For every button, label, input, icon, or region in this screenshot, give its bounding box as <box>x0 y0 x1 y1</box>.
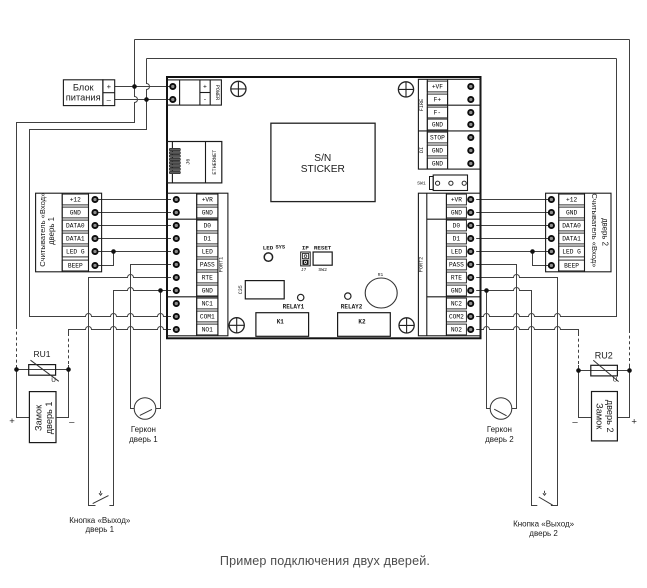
svg-text:RTE: RTE <box>202 275 213 282</box>
svg-text:LED: LED <box>451 249 462 256</box>
svg-text:+12: +12 <box>566 197 577 204</box>
svg-text:+VR: +VR <box>202 197 213 204</box>
svg-text:–: – <box>69 417 75 428</box>
svg-text:дверь 2: дверь 2 <box>529 529 558 538</box>
svg-text:GND: GND <box>451 288 462 295</box>
svg-text:K1: K1 <box>277 318 285 325</box>
svg-text:Замок: Замок <box>34 404 44 431</box>
svg-text:POWER: POWER <box>214 85 220 101</box>
svg-text:LED G: LED G <box>66 249 85 256</box>
svg-text:COM1: COM1 <box>200 314 215 321</box>
svg-text:F+: F+ <box>434 97 442 104</box>
svg-text:Считыватель «Вход»: Считыватель «Вход» <box>38 193 47 267</box>
svg-text:LED G: LED G <box>562 249 581 256</box>
svg-text:U: U <box>613 377 618 384</box>
svg-text:дверь 2: дверь 2 <box>600 218 609 246</box>
svg-text:дверь 2: дверь 2 <box>485 435 514 444</box>
svg-text:+12: +12 <box>70 197 81 204</box>
svg-text:RTE: RTE <box>451 275 462 282</box>
svg-text:Геркон: Геркон <box>131 425 156 434</box>
svg-text:ETHERNET: ETHERNET <box>212 150 218 175</box>
svg-text:питания: питания <box>66 93 101 103</box>
svg-text:дверь 1: дверь 1 <box>44 401 54 434</box>
svg-text:PORT2: PORT2 <box>419 257 425 273</box>
svg-text:GND: GND <box>566 210 577 217</box>
svg-text:D0: D0 <box>204 223 212 230</box>
svg-text:IP: IP <box>302 244 309 251</box>
svg-text:J6: J6 <box>185 159 191 165</box>
svg-text:дверь 2: дверь 2 <box>605 400 615 433</box>
svg-text:RU1: RU1 <box>33 349 50 359</box>
svg-text:GND: GND <box>202 210 213 217</box>
svg-text:DATA0: DATA0 <box>66 223 85 230</box>
svg-text:Блок: Блок <box>73 82 95 92</box>
svg-text:U: U <box>51 377 56 384</box>
svg-text:SW2: SW2 <box>318 267 327 273</box>
svg-text:+: + <box>631 416 637 427</box>
svg-text:DATA1: DATA1 <box>66 236 85 243</box>
svg-text:дверь 1: дверь 1 <box>47 217 56 245</box>
svg-text:C35: C35 <box>238 285 244 294</box>
svg-text:Кнопка «Выход»: Кнопка «Выход» <box>69 516 131 525</box>
svg-text:RU2: RU2 <box>595 351 613 361</box>
svg-text:SW1: SW1 <box>417 180 426 186</box>
svg-text:SYS: SYS <box>275 244 285 250</box>
svg-text:R1: R1 <box>378 272 384 278</box>
svg-text:RELAY2: RELAY2 <box>341 303 363 310</box>
svg-text:+VF: +VF <box>432 84 443 91</box>
svg-text:F-: F- <box>434 110 441 117</box>
svg-text:-: - <box>203 96 207 103</box>
svg-text:дверь 1: дверь 1 <box>86 525 115 534</box>
svg-text:+: + <box>9 416 15 427</box>
svg-text:RESET: RESET <box>314 244 332 251</box>
svg-text:дверь 1: дверь 1 <box>129 435 158 444</box>
svg-text:NC2: NC2 <box>451 301 462 308</box>
svg-text:PASS: PASS <box>449 262 464 269</box>
svg-text:FIRE: FIRE <box>419 99 425 111</box>
svg-text:LED: LED <box>263 245 274 252</box>
svg-text:–: – <box>107 95 112 104</box>
svg-text:GND: GND <box>432 148 443 155</box>
svg-text:Пример подключения двух дверей: Пример подключения двух дверей. <box>220 554 430 568</box>
svg-text:GND: GND <box>202 288 213 295</box>
svg-text:STICKER: STICKER <box>301 164 345 175</box>
svg-text:PASS: PASS <box>200 262 215 269</box>
svg-text:STOP: STOP <box>430 135 445 142</box>
svg-text:Замок: Замок <box>594 403 604 430</box>
svg-text:GND: GND <box>432 161 443 168</box>
svg-text:RELAY1: RELAY1 <box>283 303 305 310</box>
svg-text:S/N: S/N <box>314 153 331 164</box>
svg-text:COM2: COM2 <box>449 314 464 321</box>
svg-text:Геркон: Геркон <box>487 425 512 434</box>
svg-text:D1: D1 <box>453 236 461 243</box>
svg-text:+: + <box>107 82 112 91</box>
svg-text:NC1: NC1 <box>202 301 213 308</box>
svg-text:+: + <box>203 83 207 90</box>
svg-text:DATA0: DATA0 <box>562 223 581 230</box>
svg-text:NO2: NO2 <box>451 327 462 334</box>
svg-text:–: – <box>572 417 578 428</box>
svg-text:D1: D1 <box>204 236 212 243</box>
svg-text:GND: GND <box>451 210 462 217</box>
svg-text:LED: LED <box>202 249 213 256</box>
svg-text:D0: D0 <box>453 223 461 230</box>
svg-text:GND: GND <box>432 122 443 129</box>
svg-text:+VR: +VR <box>451 197 462 204</box>
svg-text:BEEP: BEEP <box>68 263 83 270</box>
svg-text:Кнопка «Выход»: Кнопка «Выход» <box>513 520 575 529</box>
svg-text:K2: K2 <box>358 318 366 325</box>
svg-text:GND: GND <box>70 210 81 217</box>
svg-text:DI: DI <box>419 147 425 153</box>
svg-text:J7: J7 <box>301 267 307 273</box>
svg-text:PORT1: PORT1 <box>219 257 225 273</box>
svg-text:Считыватель «Вход»: Считыватель «Вход» <box>590 193 599 267</box>
svg-text:BEEP: BEEP <box>564 263 579 270</box>
svg-text:NO1: NO1 <box>202 327 213 334</box>
svg-text:DATA1: DATA1 <box>562 236 581 243</box>
